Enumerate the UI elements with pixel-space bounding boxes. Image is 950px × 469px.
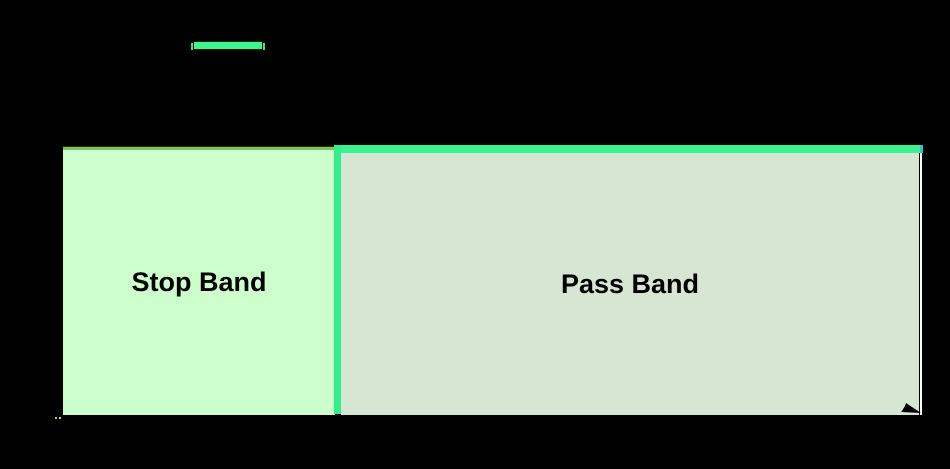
stop-band-label: Stop Band — [131, 267, 267, 297]
pass-band-region: Pass Band — [341, 153, 919, 415]
cutoff-frequency-line — [334, 145, 341, 414]
origin-dot — [55, 417, 57, 419]
band-end-cap — [920, 145, 923, 153]
legend-swatch-right-tick — [263, 43, 265, 50]
legend-line-swatch — [191, 40, 265, 51]
legend-swatch-left-tick — [191, 43, 193, 50]
band-end-line — [920, 153, 922, 415]
x-axis-arrowhead-icon — [901, 403, 921, 413]
origin-dot — [59, 417, 61, 419]
legend-swatch-bar — [194, 41, 262, 50]
pass-band-label: Pass Band — [560, 268, 700, 299]
response-line-horizontal — [335, 145, 920, 153]
stop-band-region: Stop Band — [63, 147, 335, 415]
